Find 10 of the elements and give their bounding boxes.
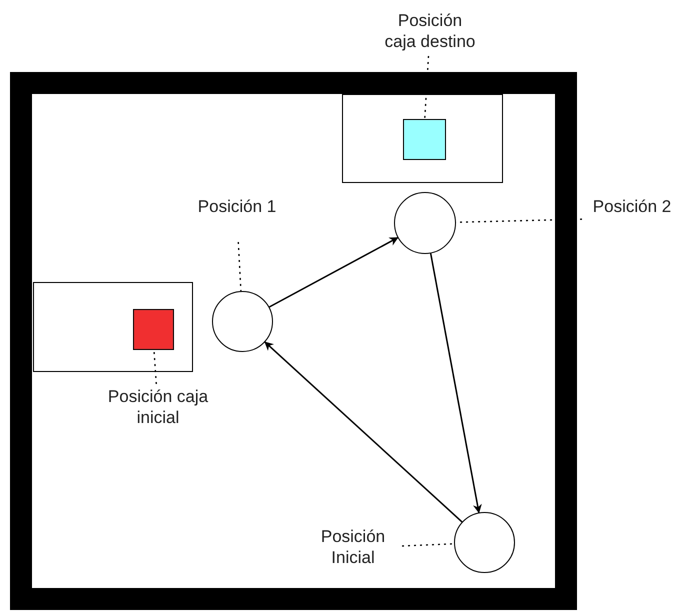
storage-area bbox=[33, 282, 193, 372]
leader-line bbox=[238, 242, 242, 292]
crate-square bbox=[403, 119, 446, 160]
storage-area bbox=[342, 94, 503, 183]
crate-square bbox=[133, 309, 174, 350]
arrow bbox=[430, 253, 482, 514]
leader-line bbox=[424, 56, 430, 118]
leader-line bbox=[402, 543, 454, 547]
arrow bbox=[268, 237, 398, 308]
arrow bbox=[264, 342, 462, 522]
